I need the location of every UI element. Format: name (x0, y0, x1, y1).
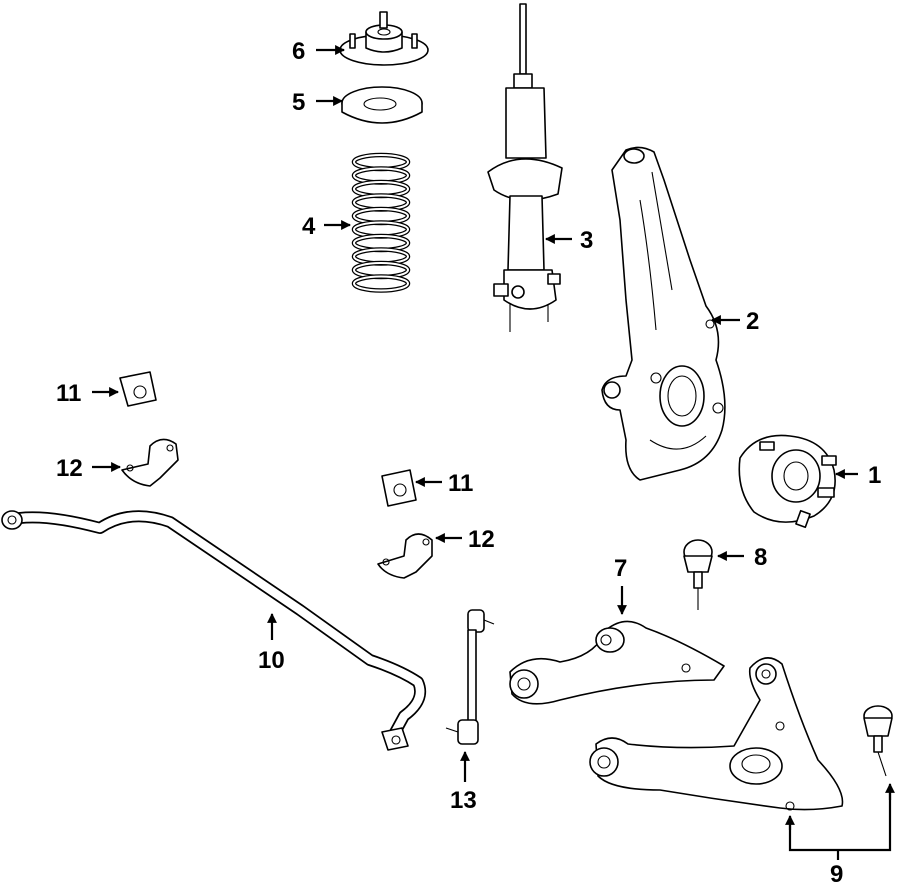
lower-control-arm-part (589, 657, 844, 811)
callout-11-right: 11 (448, 470, 473, 497)
leader-9 (788, 786, 892, 852)
callout-labels: 1 2 3 4 5 6 7 8 9 10 11 11 12 12 13 (56, 38, 881, 884)
upper-ball-joint-part (683, 539, 713, 610)
bushing-bracket-right-part (377, 533, 433, 579)
callout-8: 8 (754, 544, 767, 571)
stabilizer-bushing-left-part (119, 371, 157, 407)
callout-6: 6 (292, 38, 305, 65)
callout-10: 10 (258, 647, 285, 674)
callout-2: 2 (746, 308, 759, 335)
spring-seat-part (341, 86, 423, 124)
callout-12-left: 12 (56, 455, 83, 482)
coil-spring-part (351, 152, 411, 293)
callout-11-left: 11 (56, 380, 81, 407)
wheel-hub-part (738, 434, 837, 529)
callout-13: 13 (450, 787, 477, 814)
callout-3: 3 (580, 227, 593, 254)
callout-4: 4 (302, 213, 316, 240)
spring-coil-highlight (353, 275, 409, 292)
bushing-bracket-left-part (121, 438, 179, 487)
stabilizer-bushing-right-part (381, 469, 417, 507)
stabilizer-bar-part (1, 510, 427, 751)
leader-lines (92, 45, 895, 860)
callout-5: 5 (292, 89, 305, 116)
upper-control-arm-part (509, 620, 725, 705)
callout-7: 7 (614, 555, 627, 582)
steering-knuckle-part (601, 146, 726, 481)
stabilizer-link-part (445, 609, 495, 745)
callout-9: 9 (830, 861, 843, 884)
lower-ball-joint-part (863, 705, 893, 777)
callout-12-right: 12 (468, 526, 495, 553)
callout-1: 1 (868, 462, 881, 489)
strut-mount-part (339, 11, 429, 66)
strut-assembly-part (487, 3, 563, 332)
